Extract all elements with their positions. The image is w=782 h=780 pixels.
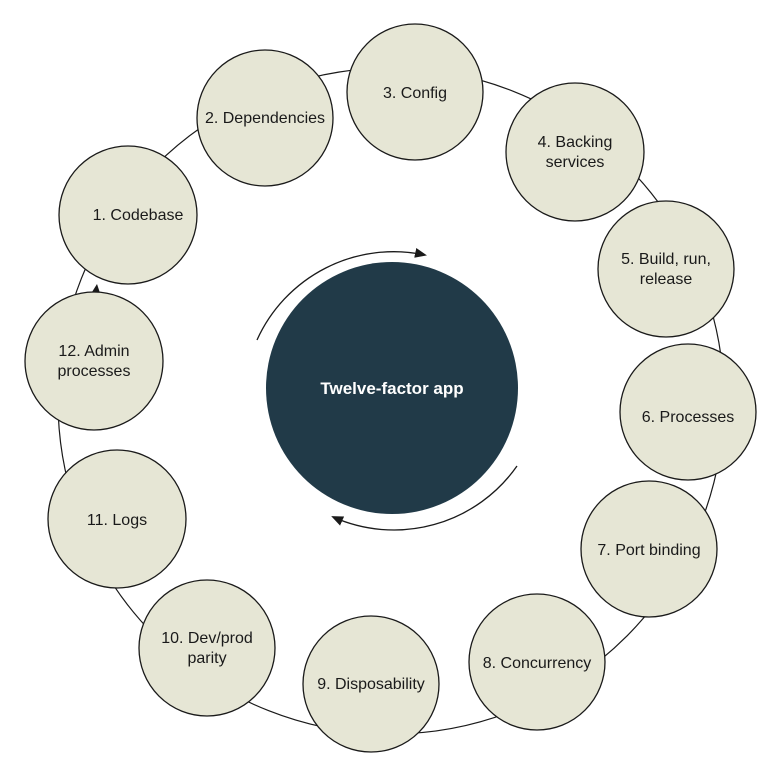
factor-label-line: 8. Concurrency xyxy=(483,655,592,672)
factor-circle xyxy=(24,291,164,431)
factor-node-10: 10. Dev/prod parity xyxy=(138,579,276,717)
factor-node-5: 5. Build, run, release xyxy=(597,200,735,338)
bottom-rotation-arrow xyxy=(331,465,518,531)
factor-label-line: services xyxy=(546,154,605,171)
ring-arrow-icon xyxy=(92,284,100,293)
factor-circle xyxy=(597,200,735,338)
factor-label-line: 4. Backing xyxy=(538,134,613,151)
factor-circle xyxy=(468,593,606,731)
factor-circle xyxy=(138,579,276,717)
factor-node-8: 8. Concurrency xyxy=(468,593,606,731)
factor-circle xyxy=(346,23,484,161)
factor-label-line: 2. Dependencies xyxy=(205,110,325,127)
factor-node-12: 12. Admin processes xyxy=(24,291,164,431)
top-rotation-arrow xyxy=(256,248,427,341)
factor-label-line: parity xyxy=(187,650,226,667)
factor-circle xyxy=(58,145,198,285)
factor-label-line: release xyxy=(640,271,693,288)
factor-label-line: 10. Dev/prod xyxy=(161,630,253,647)
factor-node-1: 1. Codebase xyxy=(58,145,198,285)
factor-label-line: 11. Logs xyxy=(87,512,147,529)
center-label: Twelve-factor app xyxy=(320,379,463,398)
factor-node-11: 11. Logs xyxy=(47,449,187,589)
factor-label-line: 9. Disposability xyxy=(317,676,425,693)
factor-node-2: 2. Dependencies xyxy=(196,49,334,187)
factor-circle xyxy=(505,82,645,222)
factor-label-line: 12. Admin xyxy=(58,343,129,360)
factor-label-line: 7. Port binding xyxy=(597,542,700,559)
factor-circle xyxy=(196,49,334,187)
factor-circle xyxy=(47,449,187,589)
factor-node-4: 4. Backing services xyxy=(505,82,645,222)
factor-node-3: 3. Config xyxy=(346,23,484,161)
center-circle xyxy=(266,262,518,514)
factor-node-9: 9. Disposability xyxy=(302,615,440,753)
factor-circle xyxy=(580,480,718,618)
factor-circle xyxy=(302,615,440,753)
factor-label-line: 5. Build, run, xyxy=(621,251,711,268)
factor-circle xyxy=(619,343,757,481)
factor-label-line: 1. Codebase xyxy=(93,207,184,224)
factor-label-line: 6. Processes xyxy=(642,409,734,426)
factor-label-line: 3. Config xyxy=(383,85,447,102)
factor-node-6: 6. Processes xyxy=(619,343,757,481)
factor-node-7: 7. Port binding xyxy=(580,480,718,618)
factor-label-line: processes xyxy=(58,363,131,380)
